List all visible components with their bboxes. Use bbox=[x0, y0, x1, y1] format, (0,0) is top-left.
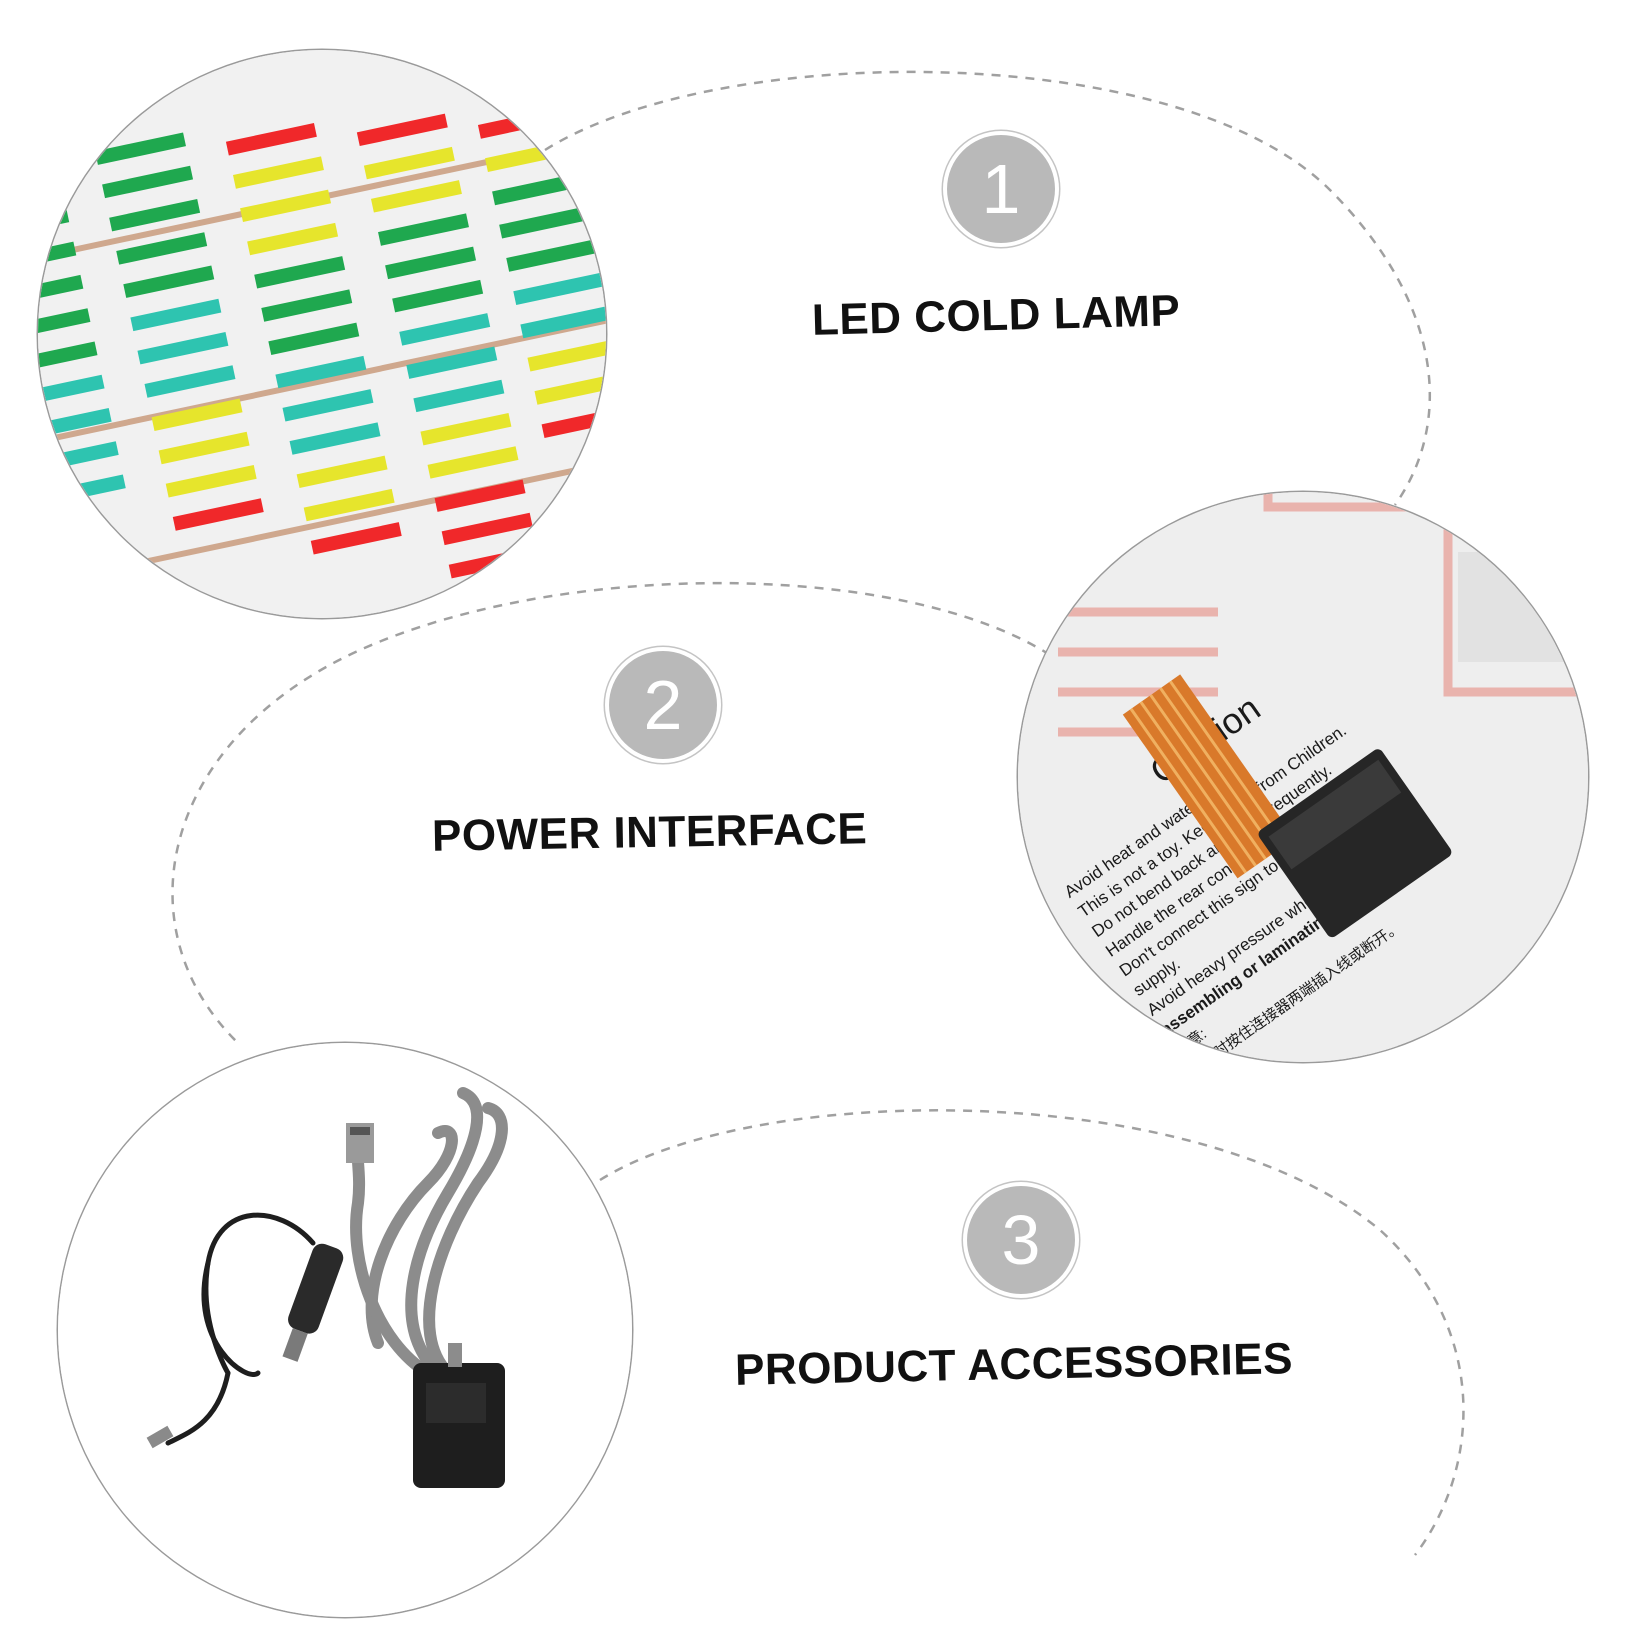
led-segment bbox=[109, 198, 201, 232]
led-segment bbox=[123, 265, 215, 298]
accessories-illustration bbox=[58, 1043, 632, 1617]
led-segment bbox=[144, 365, 236, 398]
led-segment bbox=[406, 346, 498, 379]
led-segment bbox=[116, 232, 208, 265]
led-segment bbox=[261, 289, 353, 322]
led-segment bbox=[520, 305, 606, 339]
led-segment bbox=[172, 498, 264, 531]
connector-illustration: Caution Avoid heat and water. This is no… bbox=[1018, 492, 1588, 1062]
led-panel-photo bbox=[38, 50, 606, 618]
led-segment bbox=[527, 339, 606, 372]
step-badge-3: 3 bbox=[967, 1186, 1075, 1294]
led-segment bbox=[275, 355, 367, 389]
feature-title-1: LED COLD LAMP bbox=[811, 286, 1181, 345]
connector-photo: Caution Avoid heat and water. This is no… bbox=[1018, 492, 1588, 1062]
led-segment bbox=[165, 465, 257, 498]
led-segment bbox=[254, 256, 346, 289]
curve-3 bbox=[599, 1109, 1465, 1556]
led-segment bbox=[399, 313, 491, 346]
led-segment bbox=[385, 246, 477, 280]
step-badge-1: 1 bbox=[947, 135, 1055, 243]
led-segment bbox=[392, 279, 484, 313]
accessories-photo bbox=[58, 1043, 632, 1617]
led-segment bbox=[541, 405, 606, 439]
led-segment bbox=[420, 412, 512, 446]
led-segment bbox=[95, 132, 186, 165]
led-segment bbox=[434, 479, 526, 512]
curve-2 bbox=[171, 581, 1051, 1046]
led-segment bbox=[38, 241, 77, 275]
led-segment bbox=[370, 180, 462, 213]
led-segment bbox=[513, 272, 605, 305]
led-segment bbox=[363, 146, 455, 180]
led-segment bbox=[225, 123, 317, 156]
led-segment bbox=[240, 189, 332, 222]
led-segment bbox=[296, 455, 388, 489]
led-segment bbox=[356, 113, 448, 147]
led-segment bbox=[282, 389, 374, 422]
led-segment bbox=[151, 398, 243, 431]
led-segment bbox=[102, 165, 194, 199]
led-segment bbox=[310, 522, 402, 555]
led-segment bbox=[38, 341, 98, 374]
led-segment bbox=[427, 446, 519, 479]
led-segment bbox=[289, 422, 381, 455]
curve-1 bbox=[544, 70, 1431, 506]
led-segment bbox=[268, 322, 360, 356]
led-segment bbox=[492, 172, 584, 206]
led-segment bbox=[441, 512, 533, 546]
led-segment bbox=[378, 213, 469, 246]
step-badge-2: 2 bbox=[609, 651, 717, 759]
feature-title-2: POWER INTERFACE bbox=[431, 804, 868, 861]
led-segment bbox=[38, 274, 84, 308]
led-segment bbox=[137, 332, 229, 365]
led-segment bbox=[247, 222, 339, 256]
led-segment bbox=[38, 308, 91, 341]
led-panel-illustration bbox=[38, 50, 606, 618]
led-segment bbox=[499, 206, 591, 239]
led-segment bbox=[38, 374, 105, 408]
led-segment bbox=[233, 156, 324, 189]
led-segment bbox=[130, 298, 222, 332]
led-segment bbox=[506, 239, 598, 272]
led-segment bbox=[303, 488, 395, 522]
led-segment bbox=[158, 431, 250, 465]
led-segment bbox=[413, 379, 505, 413]
